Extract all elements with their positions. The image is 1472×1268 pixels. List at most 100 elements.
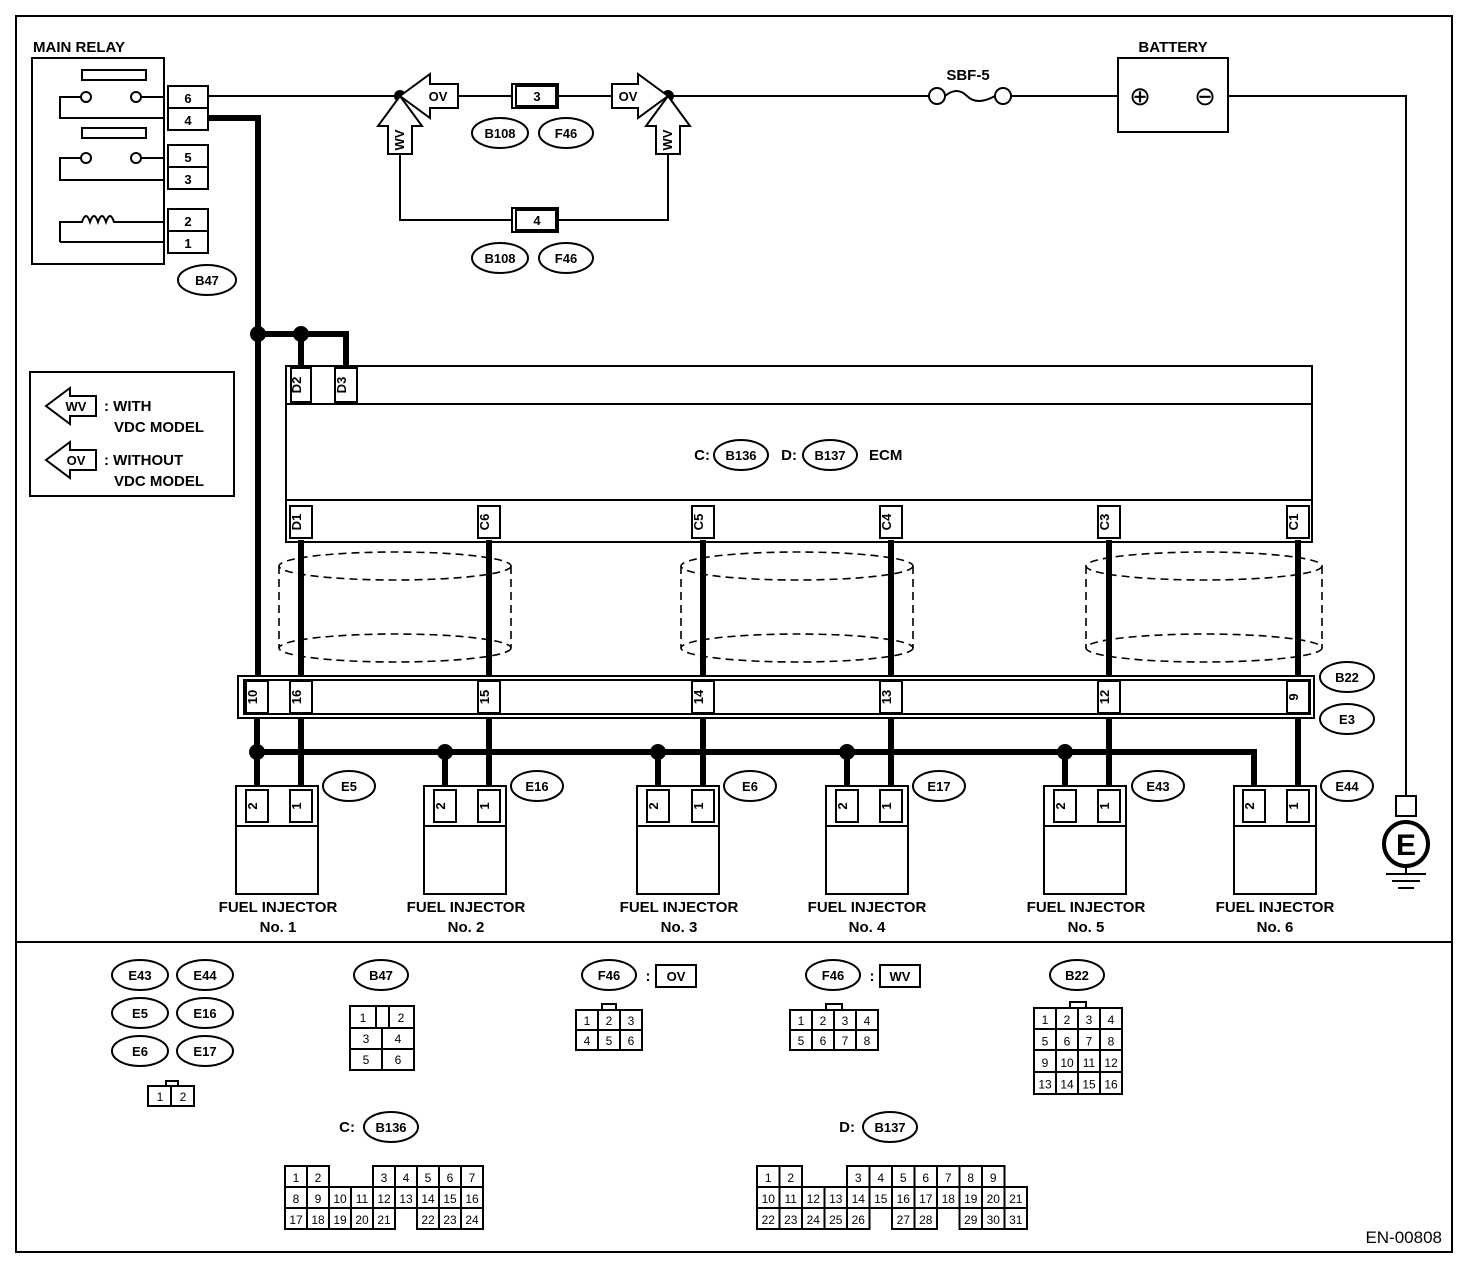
ecm-harness-wires: [278, 540, 1323, 682]
pin-number: 11: [356, 1192, 369, 1206]
svg-text:E43: E43: [1146, 779, 1169, 794]
pin-number: 2: [787, 1171, 794, 1185]
pin-number: 13: [829, 1192, 843, 1206]
svg-text:2: 2: [398, 1011, 405, 1025]
svg-text:E6: E6: [132, 1044, 148, 1059]
main-relay-title: MAIN RELAY: [33, 39, 125, 56]
pin-number: 5: [1042, 1035, 1049, 1049]
injector-5: 2 1 E43 FUEL INJECTOR No. 5: [1027, 770, 1185, 936]
pin-number: 12: [1104, 1056, 1118, 1070]
injector-connector-group: E43 E44 E5 E16 E6 E17 1 2: [111, 959, 234, 1107]
pin-number: 30: [987, 1213, 1001, 1227]
svg-text:2: 2: [835, 802, 850, 809]
svg-text:OV: OV: [667, 969, 686, 984]
pin-number: 7: [945, 1171, 952, 1185]
pin-number: 15: [874, 1192, 888, 1206]
pin-number: 5: [425, 1171, 432, 1185]
injector-feed-wires: [249, 718, 1301, 790]
svg-text:C1: C1: [1286, 514, 1301, 531]
pin-number: 22: [762, 1213, 776, 1227]
svg-text:OV: OV: [67, 453, 86, 468]
svg-text:1: 1: [289, 802, 304, 809]
svg-text:5: 5: [363, 1053, 370, 1067]
svg-text:2: 2: [820, 1014, 827, 1028]
pin-number: 4: [1108, 1013, 1115, 1027]
svg-text:B137: B137: [814, 448, 845, 463]
injector-6: 2 1 E44 FUEL INJECTOR No. 6: [1216, 770, 1374, 936]
injector-2: 2 1 E16 FUEL INJECTOR No. 2: [407, 770, 564, 936]
svg-text:OV: OV: [429, 89, 448, 104]
pin-number: 16: [897, 1192, 911, 1206]
relay-output-wire: [208, 115, 261, 682]
main-relay: MAIN RELAY 6 4 5 3 2 1 B47: [31, 39, 237, 296]
svg-text:C:: C:: [694, 447, 710, 464]
svg-text:2: 2: [1242, 802, 1257, 809]
junction-connector: 10 16 15 14 13 12 9 B22 E3: [237, 661, 1375, 735]
svg-text:16: 16: [289, 690, 304, 704]
svg-text:B108: B108: [484, 126, 515, 141]
svg-text:7: 7: [842, 1034, 849, 1048]
pin-number: 25: [829, 1213, 843, 1227]
svg-text:No. 4: No. 4: [849, 919, 886, 936]
svg-text:WV: WV: [660, 129, 675, 150]
svg-text:3: 3: [842, 1014, 849, 1028]
pin-number: 24: [465, 1213, 479, 1227]
pin-number: 10: [762, 1192, 776, 1206]
svg-text:2: 2: [606, 1014, 613, 1028]
pin-number: 20: [355, 1213, 369, 1227]
svg-text:D:: D:: [781, 447, 797, 464]
svg-text:3: 3: [533, 89, 540, 104]
svg-text:2: 2: [1053, 802, 1068, 809]
svg-text:FUEL INJECTOR: FUEL INJECTOR: [620, 899, 739, 916]
pin-number: 1: [293, 1171, 300, 1185]
svg-text:E: E: [1396, 829, 1416, 862]
pin-number: 7: [1086, 1035, 1093, 1049]
svg-text:B137: B137: [874, 1120, 905, 1135]
svg-text:D1: D1: [289, 514, 304, 531]
pin-number: 14: [852, 1192, 866, 1206]
pin-number: 14: [1060, 1078, 1074, 1092]
pin-number: 2: [1064, 1013, 1071, 1027]
svg-text:1: 1: [798, 1014, 805, 1028]
pin-number: 2: [315, 1171, 322, 1185]
svg-text:C6: C6: [477, 514, 492, 531]
pin-number: 19: [964, 1192, 978, 1206]
pin-cell: [372, 1207, 396, 1230]
svg-text:E5: E5: [132, 1006, 148, 1021]
svg-text:C4: C4: [879, 513, 894, 530]
b47-connector-label: B47: [195, 273, 219, 288]
pin-number: 4: [403, 1171, 410, 1185]
svg-text:VDC MODEL: VDC MODEL: [114, 473, 204, 490]
svg-text:: WITH: : WITH: [104, 398, 151, 415]
svg-text:10: 10: [245, 690, 260, 704]
svg-text:5: 5: [184, 150, 191, 165]
svg-text:3: 3: [184, 172, 191, 187]
svg-text:15: 15: [477, 690, 492, 704]
svg-text:2: 2: [433, 802, 448, 809]
diagram-frame: [15, 15, 1453, 1253]
svg-text:4: 4: [395, 1032, 402, 1046]
svg-text:F46: F46: [555, 251, 577, 266]
svg-text:No. 2: No. 2: [448, 919, 485, 936]
pin-number: 6: [922, 1171, 929, 1185]
f46-ov-connector-face: F46 : OV 1 2 3 4 5 6: [575, 959, 697, 1051]
svg-text:1: 1: [477, 802, 492, 809]
svg-text:5: 5: [798, 1034, 805, 1048]
pin-number: 16: [1104, 1078, 1118, 1092]
svg-text:6: 6: [820, 1034, 827, 1048]
svg-text:WV: WV: [890, 969, 911, 984]
svg-text:C:: C:: [339, 1119, 355, 1136]
battery-title: BATTERY: [1138, 39, 1207, 56]
svg-text:WV: WV: [66, 399, 87, 414]
pin-number: 8: [293, 1192, 300, 1206]
svg-text:3: 3: [363, 1032, 370, 1046]
svg-text:OV: OV: [619, 89, 638, 104]
svg-text:1: 1: [157, 1090, 164, 1104]
pin-cell: [913, 1207, 938, 1230]
svg-text:VDC MODEL: VDC MODEL: [114, 419, 204, 436]
pin-number: 15: [1082, 1078, 1096, 1092]
svg-text:F46: F46: [555, 126, 577, 141]
svg-text:E6: E6: [742, 779, 758, 794]
